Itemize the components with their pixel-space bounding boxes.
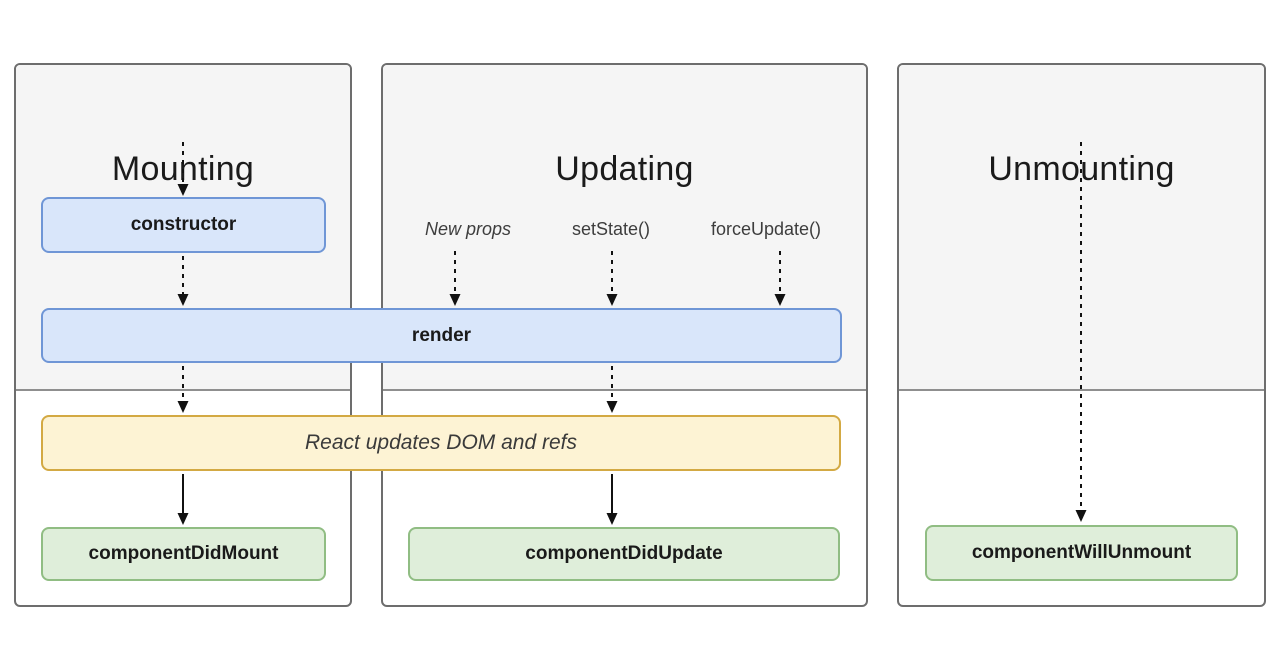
column-title-mounting: Mounting <box>111 150 255 188</box>
note-react-updates-dom: React updates DOM and refs <box>41 415 841 471</box>
trigger-set-state: setState() <box>571 219 651 239</box>
box-render[interactable]: render <box>41 308 842 363</box>
box-component-did-mount[interactable]: componentDidMount <box>41 527 326 581</box>
column-title-updating: Updating <box>555 150 694 188</box>
box-constructor[interactable]: constructor <box>41 197 326 253</box>
unmounting-render-phase-area <box>899 65 1264 391</box>
trigger-force-update: forceUpdate() <box>710 219 822 239</box>
box-component-will-unmount[interactable]: componentWillUnmount <box>925 525 1238 581</box>
column-title-unmounting: Unmounting <box>988 150 1175 188</box>
trigger-new-props: New props <box>424 219 512 239</box>
box-component-did-update[interactable]: componentDidUpdate <box>408 527 840 581</box>
